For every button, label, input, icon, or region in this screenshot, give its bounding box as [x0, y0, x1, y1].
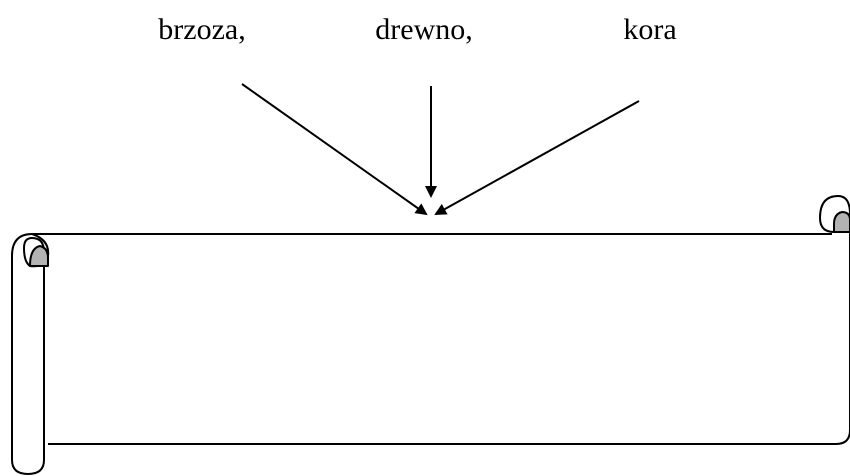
scroll-left-curl-shade-icon: [29, 245, 49, 267]
arrow-right: [434, 100, 640, 215]
arrow-left: [241, 83, 428, 216]
scroll-body: [32, 233, 850, 445]
word-brzoza: brzoza,: [158, 13, 246, 46]
scroll-left-roll: [11, 233, 45, 475]
scroll-right-curl-shade-icon: [833, 211, 850, 233]
word-kora: kora: [623, 13, 677, 46]
scroll-banner-icon: [11, 195, 850, 475]
word-drewno: drewno,: [375, 13, 473, 46]
